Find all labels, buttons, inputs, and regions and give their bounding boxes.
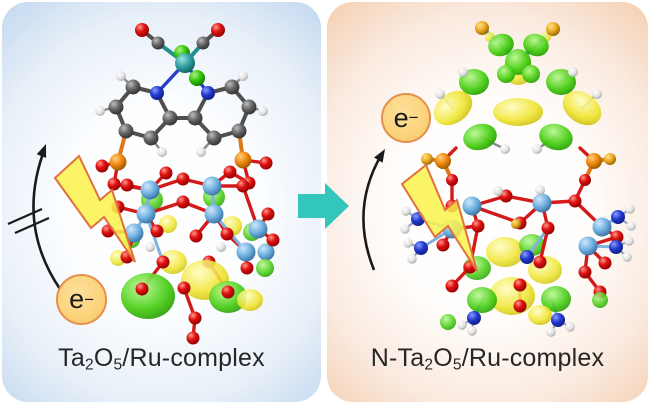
block-slash	[7, 207, 43, 226]
left-panel-label: Ta2O5/Ru-complex	[58, 344, 265, 374]
electron-badge: e−	[56, 274, 107, 325]
arrowhead	[36, 144, 47, 158]
atoms-front	[135, 281, 235, 345]
electron-transfer-arrow	[362, 149, 385, 271]
orbital-lobes-front	[121, 259, 274, 319]
arrowhead	[374, 149, 385, 163]
atoms-complex	[421, 21, 616, 186]
right-panel-label: N-Ta2O5/Ru-complex	[370, 344, 605, 374]
atoms	[95, 23, 280, 275]
lightning-bolt-icon	[53, 154, 136, 263]
blocked-electron-arrow	[7, 144, 62, 290]
block-slash	[14, 216, 50, 235]
electron-badge: e−	[381, 93, 431, 143]
atoms-front	[445, 278, 575, 337]
orbital-lobes-back	[463, 234, 562, 284]
orbital-lobes-complex	[433, 32, 602, 151]
lightning-bolt-icon	[400, 163, 478, 272]
molecule-n-ta2o5-ru-complex	[400, 21, 636, 337]
molecule-ta2o5-ru-complex	[95, 23, 280, 345]
transition-arrow-icon	[298, 183, 349, 229]
